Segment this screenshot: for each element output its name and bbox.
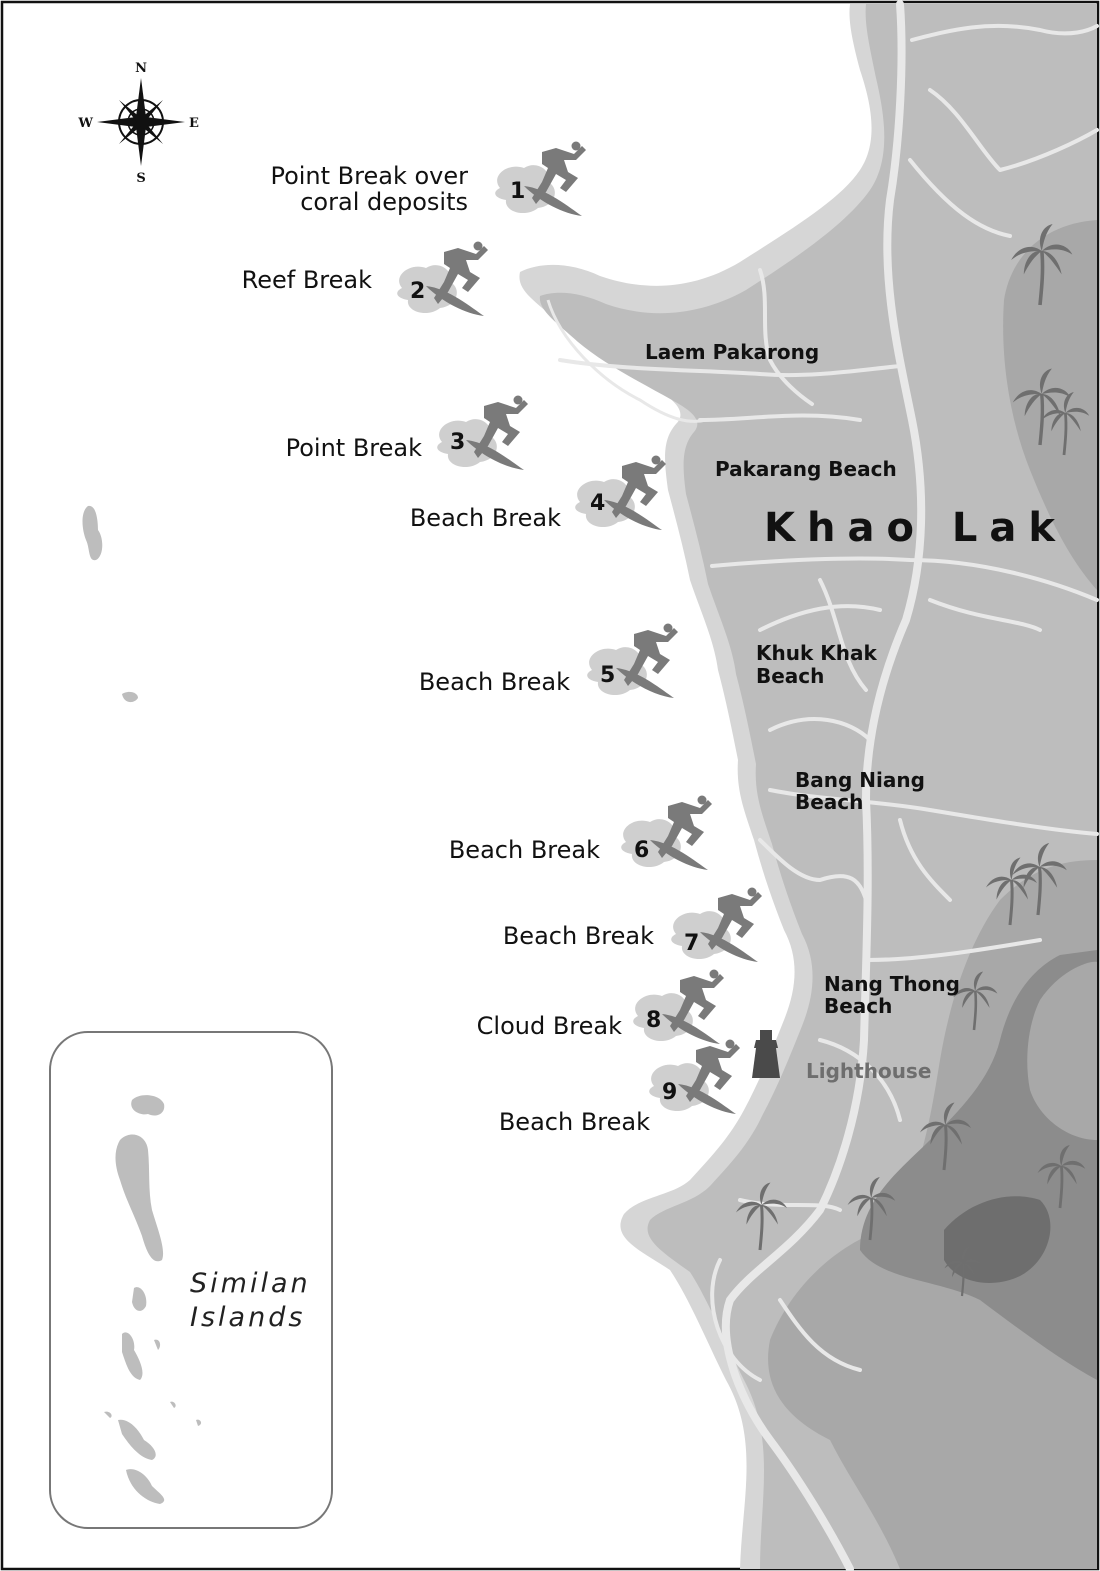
place-pakarang-beach: Pakarang Beach	[715, 457, 897, 481]
surf-spot-7: 7 Beach Break	[503, 887, 762, 962]
surf-spots: 1 Point Break over coral deposits 2 Reef…	[242, 141, 762, 1136]
spot-label-line1: Reef Break	[242, 266, 372, 294]
inset-label-line1: Similan	[190, 1268, 311, 1299]
place-bang-niang-line2: Beach	[795, 790, 863, 814]
spot-label-line1: Point Break	[286, 434, 422, 462]
compass-e: E	[189, 116, 199, 131]
surf-spot-5: 5 Beach Break	[419, 623, 678, 698]
spot-number: 2	[410, 279, 425, 304]
surf-spot-2: 2 Reef Break	[242, 241, 488, 316]
place-nang-thong-line2: Beach	[824, 994, 892, 1018]
place-laem-pakarong: Laem Pakarong	[645, 340, 819, 364]
spot-number: 8	[646, 1008, 661, 1033]
similan-inset: Similan Islands	[49, 1031, 333, 1529]
mainland	[519, 4, 1097, 1569]
spot-number: 1	[510, 179, 525, 204]
spot-label-line1: Beach Break	[449, 836, 600, 864]
surf-spot-6: 6 Beach Break	[449, 795, 712, 870]
compass-w: W	[77, 116, 93, 131]
hills-north	[1003, 220, 1097, 590]
place-khuk-khak-line2: Beach	[756, 664, 824, 688]
hill-peak-2	[1027, 961, 1097, 1140]
place-nang-thong-line1: Nang Thong	[824, 972, 960, 996]
lagoon	[546, 299, 707, 423]
roads	[558, 0, 1099, 1571]
spot-label-line1: Beach Break	[499, 1108, 650, 1136]
similan-island-shapes	[104, 1095, 202, 1504]
town-label: Khao Lak	[764, 505, 1067, 551]
surf-spot-9: 9 Beach Break	[499, 1039, 740, 1136]
spot-label-line1: Beach Break	[419, 668, 570, 696]
spot-label-line1: Beach Break	[503, 922, 654, 950]
surf-spot-4: 4 Beach Break	[410, 455, 666, 532]
compass-s: S	[136, 171, 145, 186]
surf-spot-1: 1 Point Break over coral deposits	[270, 141, 586, 216]
spot-number: 6	[634, 838, 649, 863]
spot-label-line1: Cloud Break	[477, 1012, 622, 1040]
place-khuk-khak-line1: Khuk Khak	[756, 641, 877, 665]
surf-spot-3: 3 Point Break	[286, 395, 528, 470]
place-bang-niang-line1: Bang Niang	[795, 768, 925, 792]
inset-label-line2: Islands	[190, 1302, 305, 1333]
lighthouse-icon	[752, 1030, 780, 1078]
compass-n: N	[135, 61, 147, 76]
surf-spot-8: 8 Cloud Break	[477, 969, 724, 1044]
offshore-islands	[82, 505, 138, 703]
spot-label-line1: Beach Break	[410, 504, 561, 532]
compass-rose: N S E W	[77, 61, 199, 186]
spot-number: 5	[600, 663, 615, 688]
spot-label-line2: coral deposits	[300, 188, 468, 216]
spot-label-line1: Point Break over	[270, 162, 468, 190]
spot-number: 9	[662, 1080, 677, 1105]
place-lighthouse: Lighthouse	[806, 1059, 931, 1083]
spot-number: 4	[590, 491, 605, 516]
spot-number: 7	[684, 931, 699, 956]
spot-number: 3	[450, 430, 465, 455]
